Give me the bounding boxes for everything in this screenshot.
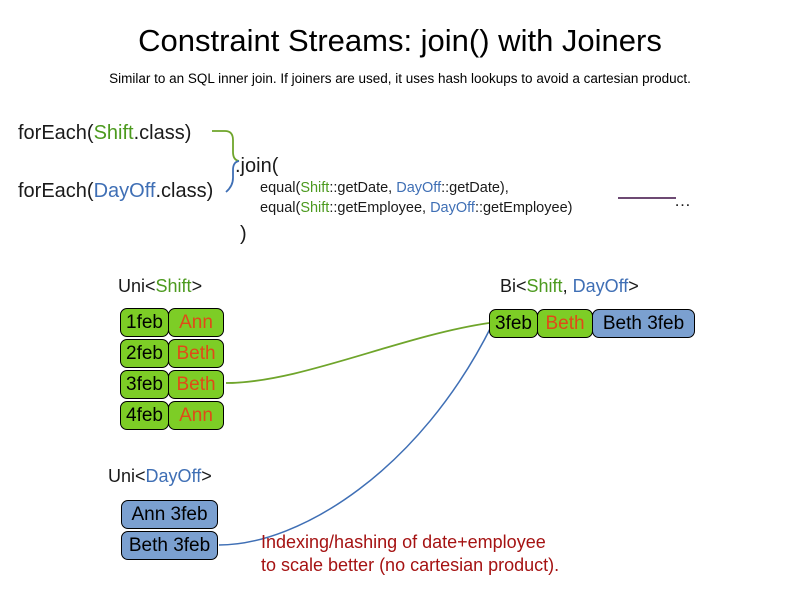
cell-employee-text: Beth [545, 313, 585, 334]
connector-dayoff-row-to-bi [218, 324, 493, 546]
cell-date: 3feb [120, 370, 169, 399]
label-uni-shift-prefix: Uni< [118, 276, 156, 296]
label-bi-stream: Bi<Shift, DayOff> [500, 275, 639, 297]
cell-date: 2feb [120, 339, 169, 368]
cell-date-text: 2feb [126, 343, 163, 364]
page-title: Constraint Streams: join() with Joiners [138, 23, 662, 58]
uni-dayoff-row-2: Beth 3feb [121, 531, 218, 560]
cell-date: 4feb [120, 401, 169, 430]
cell-date: 3feb [489, 309, 538, 338]
uni-shift-row-4: 4feb Ann [120, 401, 224, 430]
uni-shift-fact-list: 1feb Ann 2feb Beth 3feb Beth 4feb Ann [120, 308, 224, 432]
label-uni-shift-suffix: > [191, 276, 203, 296]
annotation-note: Indexing/hashing of date+employee to sca… [261, 531, 559, 577]
code-equal-1-right-type: DayOff [396, 180, 442, 196]
code-foreach-dayoff: forEach(DayOff.class) [18, 179, 213, 203]
cell-date-text: 3feb [126, 374, 163, 395]
code-equal-2-prefix: equal( [260, 200, 301, 216]
cell-date-text: 1feb [126, 312, 163, 333]
label-uni-shift: Uni<Shift> [118, 275, 202, 297]
cell-employee-text: Ann [179, 405, 213, 426]
annotation-line-2: to scale better (no cartesian product). [261, 555, 560, 575]
label-uni-dayoff-suffix: > [201, 466, 212, 486]
uni-shift-row-3: 3feb Beth [120, 370, 224, 399]
cell-date: 1feb [120, 308, 169, 337]
label-bi-separator: , [562, 276, 573, 296]
code-type-dayoff: DayOff [93, 180, 156, 202]
code-foreach-shift: forEach(Shift.class) [18, 121, 191, 145]
cell-employee: Ann [168, 401, 224, 430]
label-bi-type-shift: Shift [526, 276, 563, 296]
uni-dayoff-row-1: Ann 3feb [121, 500, 218, 529]
code-equal-1-left-method: ::getDate, [329, 180, 397, 196]
code-foreach-dayoff-suffix: .class) [155, 180, 214, 202]
label-uni-dayoff-prefix: Uni< [108, 466, 146, 486]
cell-dayoff-text: Ann 3feb [131, 504, 208, 525]
cell-dayoff-text: Beth 3feb [602, 313, 685, 334]
cell-dayoff: Beth 3feb [121, 531, 218, 560]
uni-dayoff-fact-list: Ann 3feb Beth 3feb [121, 500, 218, 562]
label-uni-dayoff-type: DayOff [145, 466, 202, 486]
code-equal-line-2: equal(Shift::getEmployee, DayOff::getEmp… [260, 198, 572, 218]
purple-rule-divider [618, 197, 676, 199]
code-type-shift: Shift [93, 122, 134, 144]
code-ellipsis: … [674, 191, 691, 210]
cell-dayoff-text: Beth 3feb [128, 535, 211, 556]
cell-employee: Beth [168, 370, 224, 399]
cell-employee-text: Beth [176, 374, 216, 395]
code-equal-1-prefix: equal( [260, 180, 301, 196]
connector-shift-row-to-bi [225, 322, 490, 384]
uni-shift-row-2: 2feb Beth [120, 339, 224, 368]
code-equal-1-left-type: Shift [300, 180, 330, 196]
cell-employee: Ann [168, 308, 224, 337]
cell-date-text: 4feb [126, 405, 163, 426]
code-equal-line-1: equal(Shift::getDate, DayOff::getDate), [260, 178, 509, 198]
cell-employee-text: Beth [176, 343, 216, 364]
code-equal-2-left-type: Shift [300, 200, 330, 216]
label-uni-dayoff: Uni<DayOff> [108, 465, 212, 487]
label-bi-prefix: Bi< [500, 276, 527, 296]
cell-employee: Beth [168, 339, 224, 368]
cell-employee-text: Ann [179, 312, 213, 333]
cell-dayoff: Beth 3feb [592, 309, 695, 338]
label-uni-shift-type: Shift [155, 276, 192, 296]
cell-date-text: 3feb [495, 313, 532, 334]
code-foreach-shift-prefix: forEach( [18, 122, 94, 144]
code-equal-1-right-method: ::getDate), [441, 180, 509, 196]
code-equal-2-right-method: ::getEmployee) [474, 200, 573, 216]
label-bi-suffix: > [628, 276, 639, 296]
bi-fact-row: 3feb Beth Beth 3feb [489, 309, 695, 338]
cell-dayoff: Ann 3feb [121, 500, 218, 529]
code-equal-2-right-type: DayOff [430, 200, 475, 216]
code-foreach-shift-suffix: .class) [133, 122, 192, 144]
code-join-close: ) [240, 223, 247, 245]
code-join-open: .join( [235, 155, 279, 177]
page-subtitle: Similar to an SQL inner join. If joiners… [109, 71, 691, 86]
annotation-line-1: Indexing/hashing of date+employee [261, 532, 546, 552]
label-bi-type-dayoff: DayOff [572, 276, 629, 296]
uni-shift-row-1: 1feb Ann [120, 308, 224, 337]
code-foreach-dayoff-prefix: forEach( [18, 180, 94, 202]
cell-employee: Beth [537, 309, 593, 338]
code-equal-2-left-method: ::getEmployee, [329, 200, 431, 216]
